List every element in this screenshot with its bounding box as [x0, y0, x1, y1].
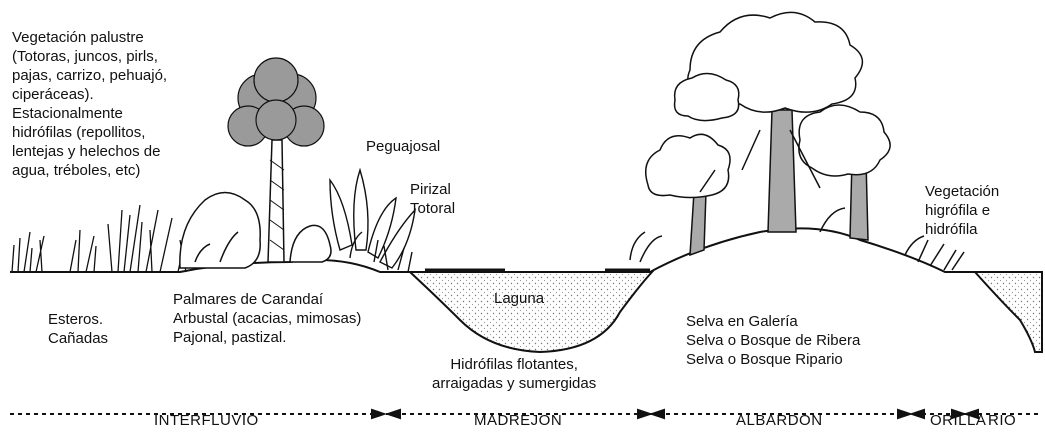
label-line: Selva o Bosque Ripario: [686, 350, 860, 369]
zone-arrow-right: [898, 410, 910, 418]
zone-arrow-right: [372, 410, 384, 418]
label-line: Arbustal (acacias, mimosas): [173, 309, 361, 328]
label-line: Esteros.: [48, 310, 108, 329]
label-line: Hidrófilas flotantes,: [432, 355, 596, 374]
zone-rio: RIO: [988, 412, 1016, 429]
label-line: Pajonal, pastizal.: [173, 328, 361, 347]
label-line: Vegetación palustre: [12, 28, 167, 47]
label-line: arraigadas y sumergidas: [432, 374, 596, 393]
label-line: lentejas y helechos de: [12, 142, 167, 161]
shrubs: [180, 193, 331, 269]
zone-arrow-left: [912, 410, 924, 418]
label-line: Cañadas: [48, 329, 108, 348]
zone-albardon: ALBARDON: [736, 412, 823, 429]
label-line: Vegetación: [925, 182, 999, 201]
zone-arrow-left: [652, 410, 664, 418]
label-line: Estacionalmente: [12, 104, 167, 123]
lagoon-basin: [410, 272, 652, 352]
label-esteros: Esteros. Cañadas: [48, 310, 108, 348]
label-palmares: Palmares de Carandaí Arbustal (acacias, …: [173, 290, 361, 347]
river-channel: [975, 272, 1042, 352]
label-palustre-vegetation: Vegetación palustre (Totoras, juncos, pi…: [12, 28, 167, 180]
zone-orilla: ORILLA: [930, 412, 986, 429]
zone-arrow-right: [638, 410, 650, 418]
label-line: Totoral: [410, 199, 455, 218]
label-line: agua, tréboles, etc): [12, 161, 167, 180]
label-line: hidrófilas (repollitos,: [12, 123, 167, 142]
label-hidrofilas: Hidrófilas flotantes, arraigadas y sumer…: [432, 355, 596, 393]
label-line: Selva o Bosque de Ribera: [686, 331, 860, 350]
zone-madrejon: MADREJON: [474, 412, 562, 429]
label-line: ciperáceas).: [12, 85, 167, 104]
label-line: hidrófila: [925, 220, 999, 239]
marsh-grasses: [12, 205, 186, 272]
label-line: higrófila e: [925, 201, 999, 220]
label-pirizal-totoral: Pirizal Totoral: [410, 180, 455, 218]
label-selva: Selva en Galería Selva o Bosque de Riber…: [686, 312, 860, 369]
label-higrofila-vegetation: Vegetación higrófila e hidrófila: [925, 182, 999, 239]
label-laguna: Laguna: [494, 289, 544, 308]
gallery-forest: [630, 12, 964, 270]
zone-interfluvio: INTERFLUVIO: [154, 412, 259, 429]
zone-arrow-left: [388, 410, 400, 418]
label-line: Palmares de Carandaí: [173, 290, 361, 309]
label-line: Pirizal: [410, 180, 455, 199]
label-line: Selva en Galería: [686, 312, 860, 331]
label-line: (Totoras, juncos, pirls,: [12, 47, 167, 66]
peguajo-clump: [330, 170, 415, 272]
label-line: pajas, carrizo, pehuajó,: [12, 66, 167, 85]
label-peguajosal: Peguajosal: [366, 137, 440, 156]
